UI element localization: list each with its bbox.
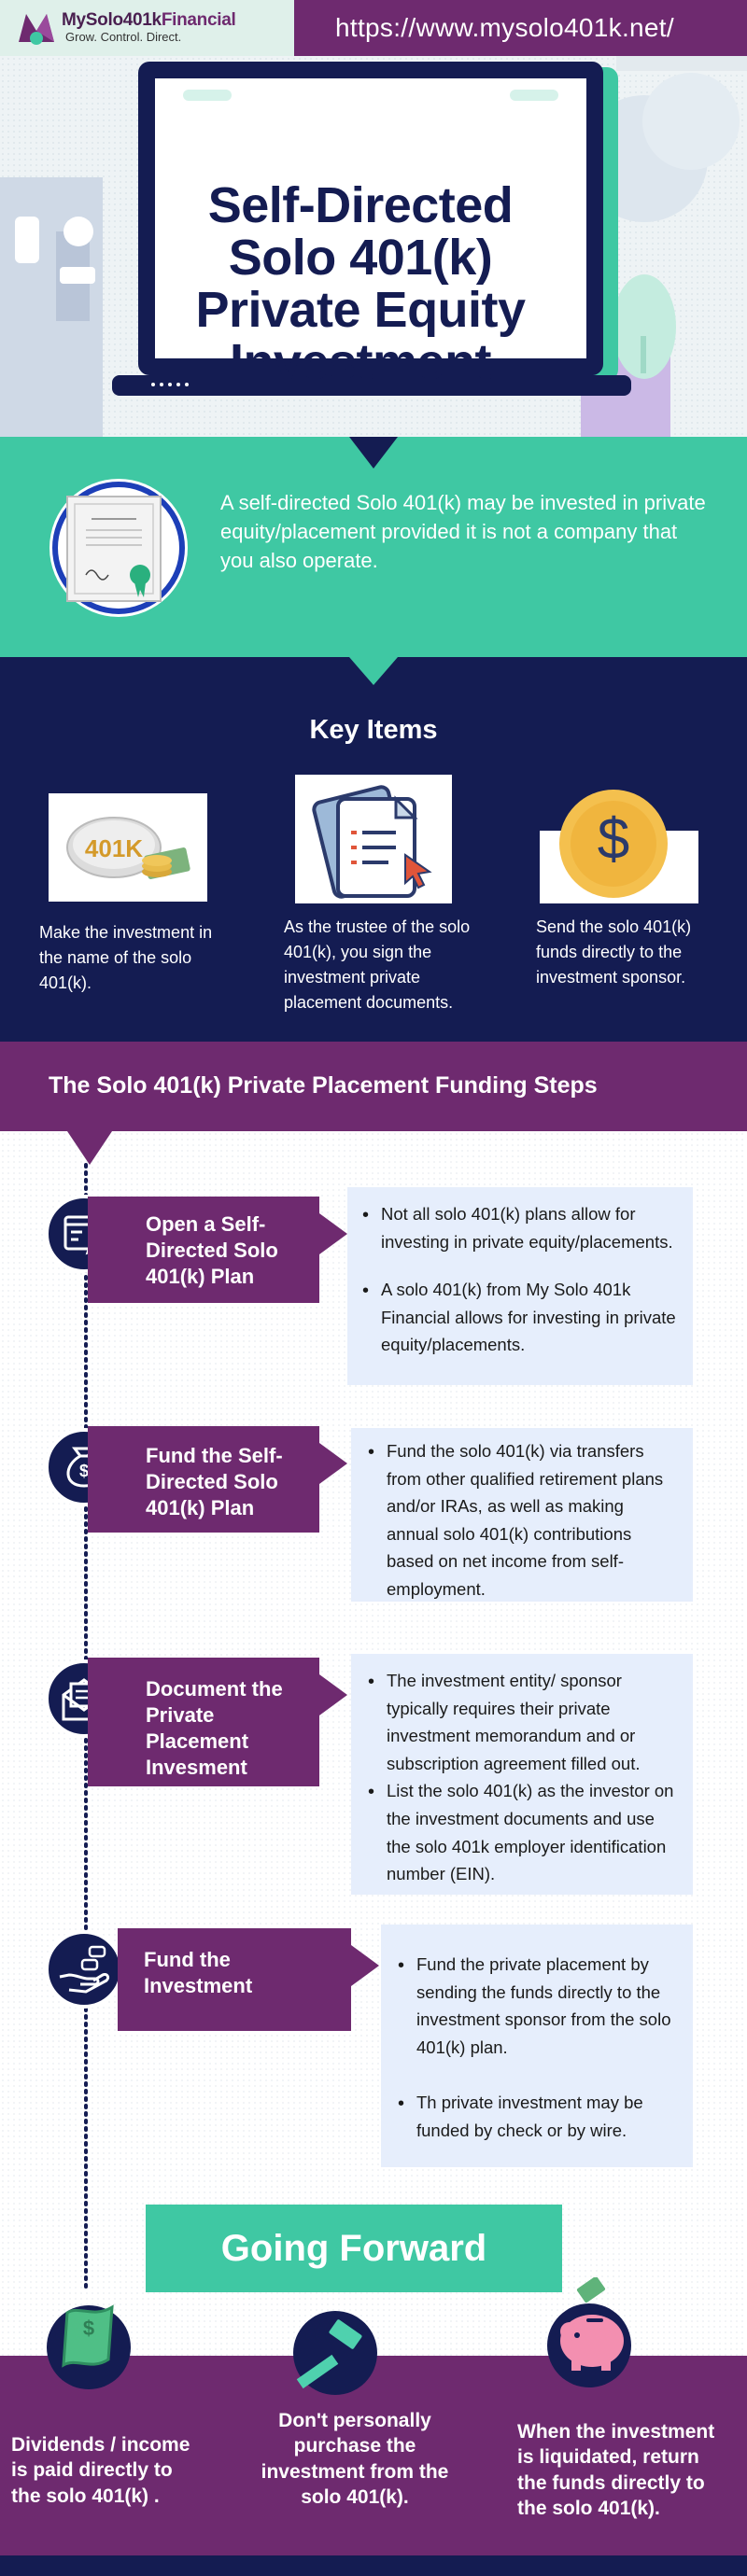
dollar-coin-image: $	[540, 790, 698, 903]
step-4-icon	[45, 1930, 123, 2009]
intro-section: A self-directed Solo 401(k) may be inves…	[0, 437, 747, 657]
laptop-illustration	[112, 62, 631, 396]
brand-logo-icon	[19, 14, 54, 45]
step-1-bullet-2: A solo 401(k) from My Solo 401k Financia…	[357, 1276, 678, 1359]
step-4-label: Fund the Investment	[118, 1928, 379, 2031]
dollar-bill-graphic	[62, 2304, 114, 2368]
step-3-bullet-2: List the solo 401(k) as the investor on …	[362, 1777, 680, 1887]
dollar-bill-symbol: $	[82, 2317, 95, 2340]
funding-steps-band: The Solo 401(k) Private Placement Fundin…	[0, 1042, 747, 1131]
going-forward-section	[0, 2356, 747, 2576]
step-1-bullet-1: Not all solo 401(k) plans allow for inve…	[357, 1200, 678, 1255]
footer-strip	[0, 2555, 747, 2576]
step-4-bullet-2: Th private investment may be funded by c…	[392, 2089, 680, 2144]
piggy-bank-icon	[547, 2277, 631, 2387]
hand-giving-icon	[59, 1945, 110, 1994]
header-bar: MySolo401kFinancial Grow. Control. Direc…	[0, 0, 747, 56]
hero-title: Self-Directed Solo 401(k) Private Equity…	[195, 177, 526, 391]
brand-logo-area[interactable]: MySolo401kFinancial Grow. Control. Direc…	[0, 0, 294, 56]
going-forward-heading: Going Forward	[146, 2205, 562, 2292]
coin-401k-label: 401K	[84, 834, 144, 862]
hero-section: Self-Directed Solo 401(k) Private Equity…	[0, 56, 747, 437]
brand-name-second: Financial	[161, 10, 236, 31]
sign-documents-icon	[312, 785, 432, 899]
certificate-icon	[49, 479, 188, 617]
dollar-coin-icon	[559, 790, 668, 898]
intro-pointer	[349, 437, 398, 469]
gavel-icon	[293, 2311, 377, 2395]
gavel-graphic	[296, 2319, 362, 2389]
step-1-details: Not all solo 401(k) plans allow for inve…	[347, 1187, 693, 1385]
step-2-label: Fund the Self-Directed Solo 401(k) Plan	[88, 1426, 347, 1533]
step-3-details: The investment entity/ sponsor typically…	[351, 1654, 693, 1895]
website-url-link[interactable]: https://www.mysolo401k.net/	[294, 0, 747, 56]
step-2-details: Fund the solo 401(k) via transfers from …	[351, 1428, 693, 1602]
step-3-label: Document the Private Placement Invesment	[88, 1658, 347, 1786]
step-2-bullet-1: Fund the solo 401(k) via transfers from …	[362, 1437, 680, 1603]
going-forward-text-2: Don't personally purchase the investment…	[261, 2410, 449, 2508]
going-forward-text-1: Dividends / income is paid directly to t…	[11, 2434, 190, 2507]
coin-401k-icon	[66, 817, 190, 879]
key-items-title: Key Items	[309, 715, 438, 745]
step-4-details: Fund the private placement by sending th…	[381, 1925, 693, 2167]
key-items-pointer	[349, 657, 398, 685]
going-forward-text-3: When the investment is liquidated, retur…	[517, 2421, 715, 2519]
dollar-coin-symbol: $	[597, 807, 630, 872]
intro-text: A self-directed Solo 401(k) may be inves…	[220, 491, 706, 572]
key-item-text-2: As the trustee of the solo 401(k), you s…	[284, 917, 471, 1012]
money-bag-symbol: $	[78, 1462, 89, 1480]
coin-401k-image: 401K	[49, 793, 207, 902]
step-1-label: Open a Self-Directed Solo 401(k) Plan	[88, 1197, 347, 1303]
funding-steps-area: Open a Self-Directed Solo 401(k) Plan No…	[0, 1131, 747, 2356]
funding-steps-title: The Solo 401(k) Private Placement Fundin…	[49, 1072, 598, 1099]
sign-documents-image	[295, 775, 452, 903]
key-items-section: Key Items 401K	[0, 657, 747, 1042]
key-item-text-3: Send the solo 401(k) funds directly to t…	[536, 917, 692, 987]
brand-name-first: MySolo401k	[62, 10, 162, 31]
step-3-bullet-1: The investment entity/ sponsor typically…	[362, 1667, 680, 1777]
key-item-text-1: Make the investment in the name of the s…	[39, 923, 213, 992]
piggy-bank-graphic	[560, 2277, 624, 2371]
step-4-bullet-1: Fund the private placement by sending th…	[392, 1951, 680, 2061]
hero-background-illustration	[0, 56, 747, 437]
brand-tagline: Grow. Control. Direct.	[65, 30, 182, 45]
dollar-bill-icon: $	[47, 2304, 131, 2389]
